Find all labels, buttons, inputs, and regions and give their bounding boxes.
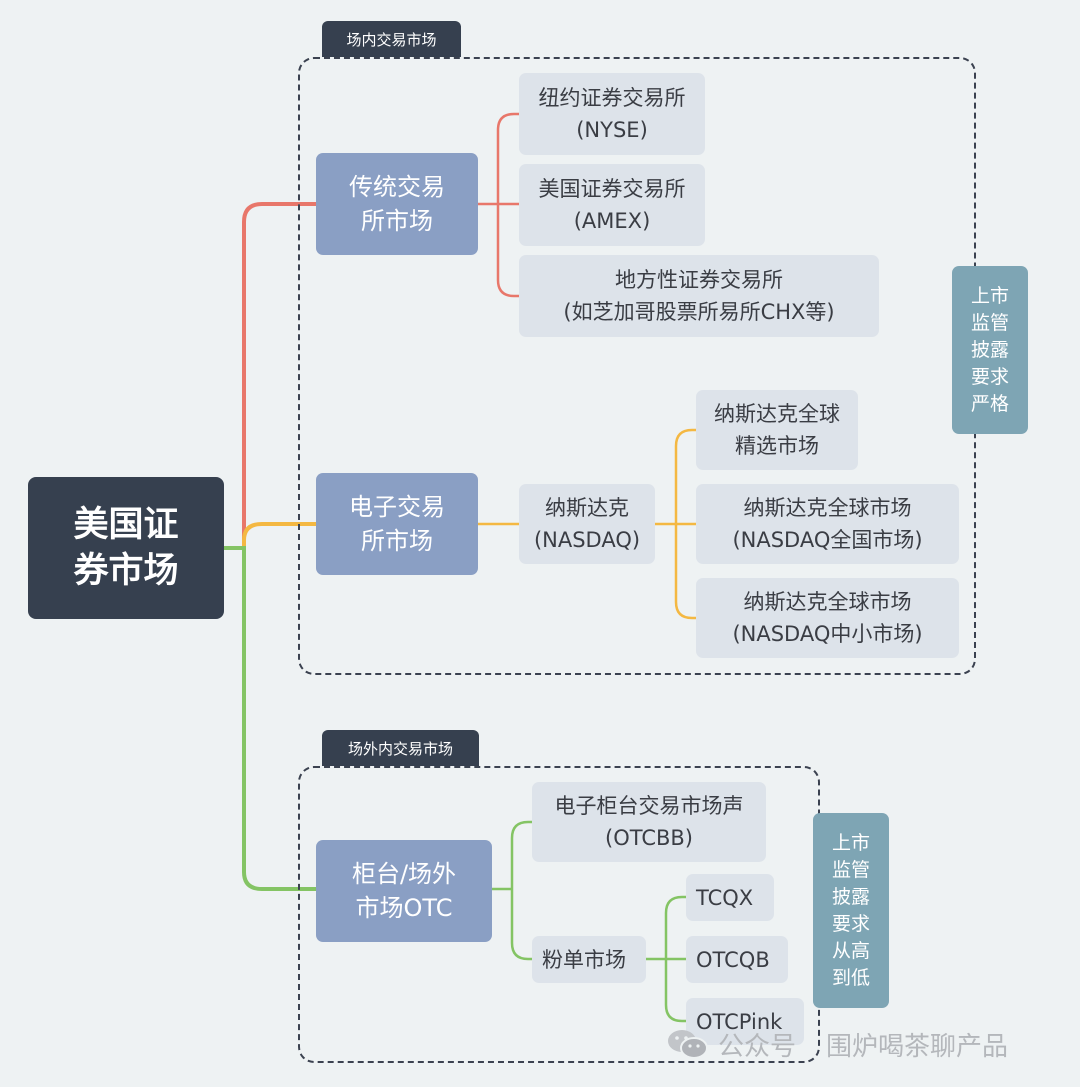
regional-exchange-node: 地方性证券交易所 (如芝加哥股票所易所CHX等) <box>519 255 879 337</box>
nasdaq-global-select-node: 纳斯达克全球 精选市场 <box>696 390 858 470</box>
watermark-account: 公众号 <box>718 1031 797 1062</box>
tiered-disclosure-note: 上市监管披露要求从高到低 <box>813 813 889 1008</box>
otcqb-node: OTCQB <box>686 936 788 983</box>
otc-market-node: 柜台/场外 市场OTC <box>316 840 492 942</box>
onexchange-tag: 场内交易市场 <box>322 21 461 57</box>
tiered-disclosure-label: 上市监管披露要求从高到低 <box>831 831 870 989</box>
strict-disclosure-note: 上市监管披露要求严格 <box>952 266 1028 434</box>
traditional-connectors <box>478 112 519 298</box>
nasdaq-global-market-smallcap-node: 纳斯达克全球市场 (NASDAQ中小市场) <box>696 578 959 658</box>
strict-disclosure-label: 上市监管披露要求严格 <box>970 284 1009 415</box>
root-label: 美国证券市场 <box>73 505 179 591</box>
otc-connectors <box>492 820 686 1023</box>
traditional-exchange-node: 传统交易 所市场 <box>316 153 478 255</box>
branch-electronic <box>224 522 316 550</box>
branch-otc <box>224 546 316 891</box>
wechat-icon <box>666 1027 710 1061</box>
otcqx-node: TCQX <box>686 874 774 921</box>
root-node: 美国证券市场 <box>28 477 224 619</box>
electronic-connectors <box>478 428 696 620</box>
nyse-node: 纽约证券交易所 (NYSE) <box>519 73 705 155</box>
branch-traditional <box>224 202 316 550</box>
electronic-exchange-node: 电子交易 所市场 <box>316 473 478 575</box>
watermark-name: 围炉喝茶聊产品 <box>826 1031 1009 1062</box>
watermark: 公众号 围炉喝茶聊产品 <box>666 1024 1008 1064</box>
pink-sheets-node: 粉单市场 <box>532 936 646 983</box>
offexchange-tag: 场外内交易市场 <box>322 730 479 766</box>
nasdaq-node: 纳斯达克 (NASDAQ) <box>519 484 655 564</box>
otcbb-node: 电子柜台交易市场声 (OTCBB) <box>532 782 766 862</box>
nasdaq-global-market-national-node: 纳斯达克全球市场 (NASDAQ全国市场) <box>696 484 959 564</box>
otcpink-node: OTCPink <box>686 998 804 1045</box>
amex-node: 美国证券交易所 (AMEX) <box>519 164 705 246</box>
